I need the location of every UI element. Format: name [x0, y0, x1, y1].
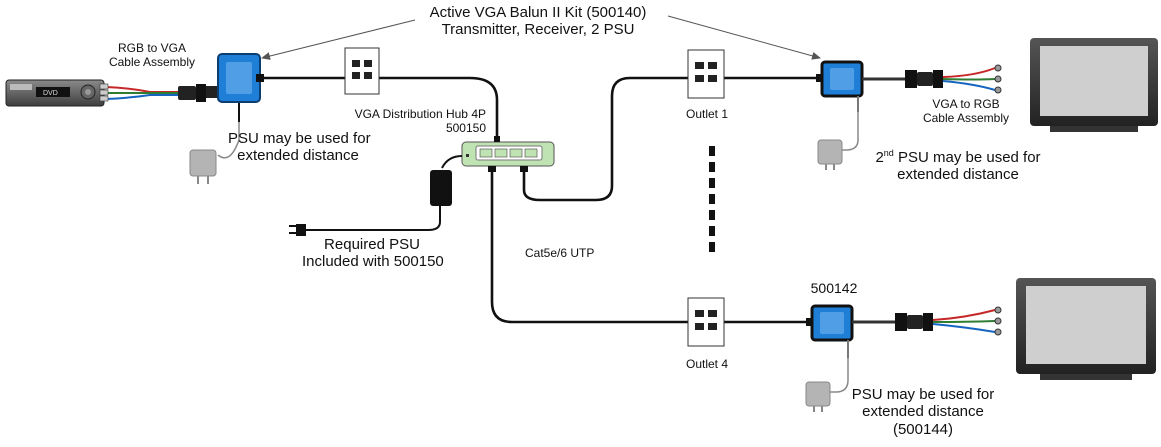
receiver-2-part-text: 500142 — [810, 280, 858, 296]
hub-label: VGA Distribution Hub 4P 500150 — [322, 107, 486, 136]
psu-receiver-2 — [805, 358, 849, 412]
vga-to-rgb-line2: Cable Assembly — [922, 110, 1010, 125]
psu-rx2-label: PSU may be used for extended distance (5… — [848, 386, 998, 438]
title-arrows — [261, 15, 821, 60]
monitor-2 — [1016, 278, 1156, 380]
receiver-2-part-label: 500142 — [806, 280, 862, 296]
outlet-4-label: Outlet 4 — [672, 357, 742, 372]
rgb-to-vga-line1: RGB to VGA — [117, 41, 187, 55]
required-psu-line1: Required PSU — [324, 236, 420, 253]
psu-tx-line1: PSU may be used for — [228, 130, 371, 147]
kit-title: Active VGA Balun II Kit (500140) Transmi… — [410, 4, 666, 39]
vga-to-rgb-line1: VGA to RGB — [932, 97, 1000, 111]
second-psu-ordinal-suffix: nd — [883, 148, 894, 158]
psu-tx-line2: extended distance — [237, 147, 359, 165]
psu-receiver-1 — [817, 112, 859, 170]
receiver-1-balun — [816, 60, 905, 112]
psu-tx-label: PSU may be used for extended distance — [228, 130, 371, 165]
rgb-to-vga-cable — [99, 83, 206, 102]
outlet-1-text: Outlet 1 — [685, 107, 729, 121]
monitor-1 — [1030, 38, 1158, 132]
outlet-4 — [687, 297, 725, 347]
hub-label-line2: 500150 — [445, 120, 486, 135]
second-psu-line1-rest: PSU may be used for — [893, 149, 1041, 166]
psu-rx2-line2: extended distance — [862, 403, 984, 421]
outlet-1-label: Outlet 1 — [672, 107, 742, 122]
outlet-1 — [687, 49, 725, 99]
vga-to-rgb-cable-2 — [895, 306, 1002, 336]
second-psu-line1: 2nd PSU may be used for — [860, 148, 1056, 166]
wall-plate-tx — [344, 47, 380, 95]
second-psu-label: 2nd PSU may be used for extended distanc… — [860, 148, 1056, 184]
rgb-to-vga-label: RGB to VGA Cable Assembly — [104, 41, 200, 70]
cable-type-text: Cat5e/6 UTP — [525, 246, 595, 260]
rgb-to-vga-line2: Cable Assembly — [108, 54, 196, 69]
psu-rx2-line1: PSU may be used for — [851, 386, 995, 403]
required-psu-label: Required PSU Included with 500150 — [302, 236, 444, 271]
vga-to-rgb-cable-1 — [905, 64, 1002, 94]
dvd-player: DVD — [5, 79, 105, 107]
hub-label-line1: VGA Distribution Hub 4P — [354, 107, 486, 121]
second-psu-ordinal: 2 — [875, 149, 884, 166]
kit-title-line1: Active VGA Balun II Kit (500140) — [429, 4, 647, 21]
psu-transmitter — [189, 122, 240, 184]
cat5-cables — [262, 76, 820, 324]
second-psu-line2: extended distance — [897, 166, 1019, 184]
transmitter-balun — [206, 53, 264, 122]
kit-title-line2: Transmitter, Receiver, 2 PSU — [441, 21, 635, 39]
vga-to-rgb-label: VGA to RGB Cable Assembly — [910, 97, 1022, 126]
required-psu — [289, 155, 463, 236]
distribution-hub — [461, 136, 555, 172]
cable-type-label: Cat5e/6 UTP — [525, 246, 595, 261]
outlet-4-text: Outlet 4 — [685, 357, 729, 371]
receiver-2-balun — [806, 304, 895, 358]
required-psu-line2: Included with 500150 — [302, 253, 444, 271]
more-outlets-dots — [709, 146, 715, 252]
psu-rx2-line3: (500144) — [892, 420, 954, 438]
dvd-display-text: DVD — [43, 90, 58, 97]
